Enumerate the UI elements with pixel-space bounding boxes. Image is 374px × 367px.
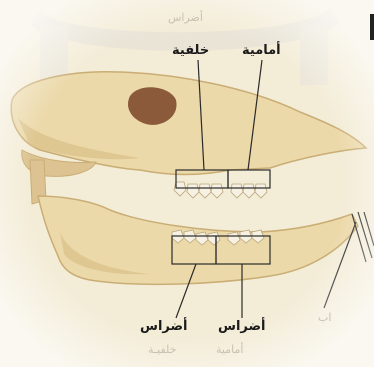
faded-text-bottom-left: خلفيـة bbox=[148, 344, 176, 355]
faded-text-right-edge: اب bbox=[318, 312, 331, 323]
label-lower-front: أضراس bbox=[218, 320, 266, 333]
label-upper-front: أمامية bbox=[242, 44, 281, 57]
edge-bar bbox=[370, 14, 374, 40]
label-lower-back: أضراس bbox=[140, 320, 188, 333]
faded-text-top: أضراس bbox=[168, 12, 203, 23]
faded-text-bottom-right: أمامية bbox=[216, 344, 243, 355]
label-upper-back: خلفية bbox=[172, 44, 209, 57]
